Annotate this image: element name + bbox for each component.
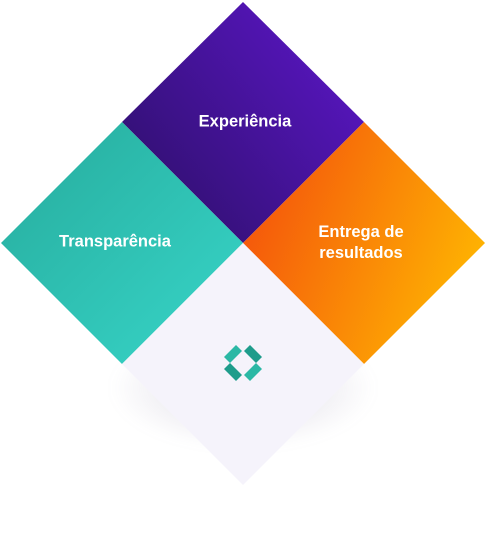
label-entrega-line2: resultados: [319, 244, 403, 262]
quadrant-experiencia: [122, 2, 364, 243]
quadrant-logo: [122, 243, 364, 485]
label-entrega-line1: Entrega de: [318, 223, 404, 241]
label-experiencia: Experiência: [198, 112, 292, 131]
code-brackets-icon: [224, 345, 262, 381]
label-entrega-de-resultados: Entrega de resultados: [301, 222, 421, 264]
label-transparencia: Transparência: [59, 232, 171, 251]
